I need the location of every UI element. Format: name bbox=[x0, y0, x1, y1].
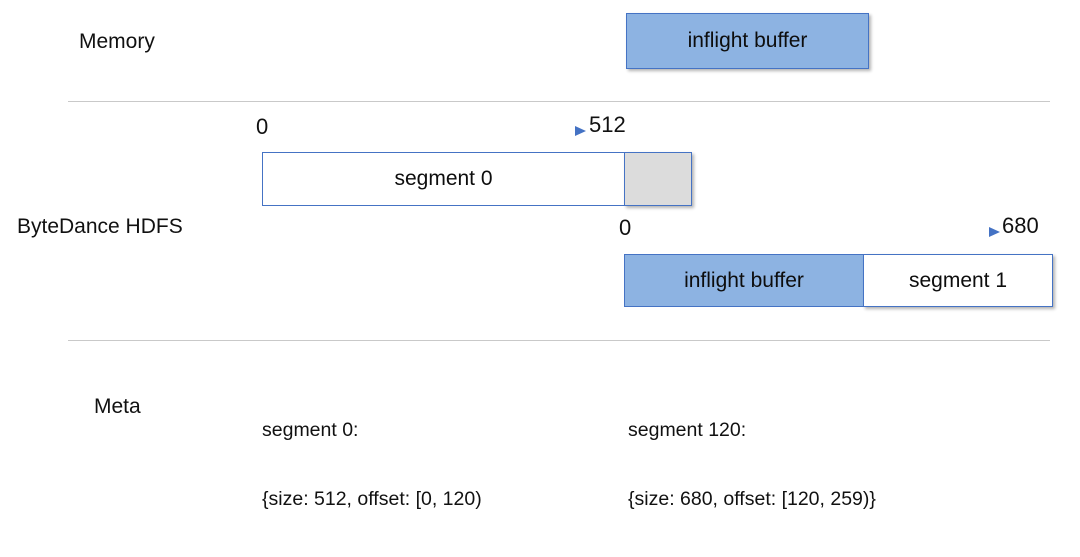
diagram-canvas: Memory ByteDance HDFS Meta inflight buff… bbox=[17, 13, 1053, 510]
memory-inflight-buffer-box: inflight buffer bbox=[626, 13, 869, 69]
hdfs-segment1-label: segment 1 bbox=[908, 268, 1008, 292]
hdfs-segment0-tail-box bbox=[624, 152, 692, 206]
divider-line-top bbox=[68, 101, 1050, 102]
meta-entry-segment0-line1: segment 0: bbox=[262, 419, 359, 441]
meta-entry-segment0: segment 0: {size: 512, offset: [0, 120) bbox=[262, 373, 482, 557]
row-label-meta: Meta bbox=[94, 395, 141, 418]
memory-inflight-buffer-label: inflight buffer bbox=[687, 29, 808, 52]
meta-entry-segment120-line2: {size: 680, offset: [120, 259)} bbox=[628, 488, 876, 510]
axis-arrow-512 bbox=[287, 125, 586, 137]
hdfs-inflight-buffer-label: inflight buffer bbox=[684, 268, 804, 292]
hdfs-segment0-box: segment 0 bbox=[262, 152, 625, 206]
axis-arrow-680 bbox=[650, 226, 1000, 238]
axis-arrow-680-head-icon bbox=[989, 227, 1000, 237]
meta-entry-segment0-line2: {size: 512, offset: [0, 120) bbox=[262, 488, 482, 510]
axis-end-label-512: 512 bbox=[589, 112, 626, 137]
axis-arrow-512-head-icon bbox=[575, 126, 586, 136]
axis-start-label-512: 0 bbox=[256, 114, 269, 139]
hdfs-inflight-buffer-box: inflight buffer bbox=[624, 254, 864, 307]
row-label-bytedance-hdfs: ByteDance HDFS bbox=[17, 215, 183, 238]
axis-end-label-680: 680 bbox=[1002, 213, 1039, 238]
hdfs-segment0-label: segment 0 bbox=[394, 167, 493, 190]
divider-line-bottom bbox=[68, 340, 1050, 341]
meta-entry-segment120: segment 120: {size: 680, offset: [120, 2… bbox=[628, 373, 876, 557]
axis-start-label-680: 0 bbox=[619, 215, 632, 240]
row-label-memory: Memory bbox=[79, 30, 155, 53]
hdfs-segment1-box: segment 1 bbox=[863, 254, 1053, 307]
meta-entry-segment120-line1: segment 120: bbox=[628, 419, 747, 441]
